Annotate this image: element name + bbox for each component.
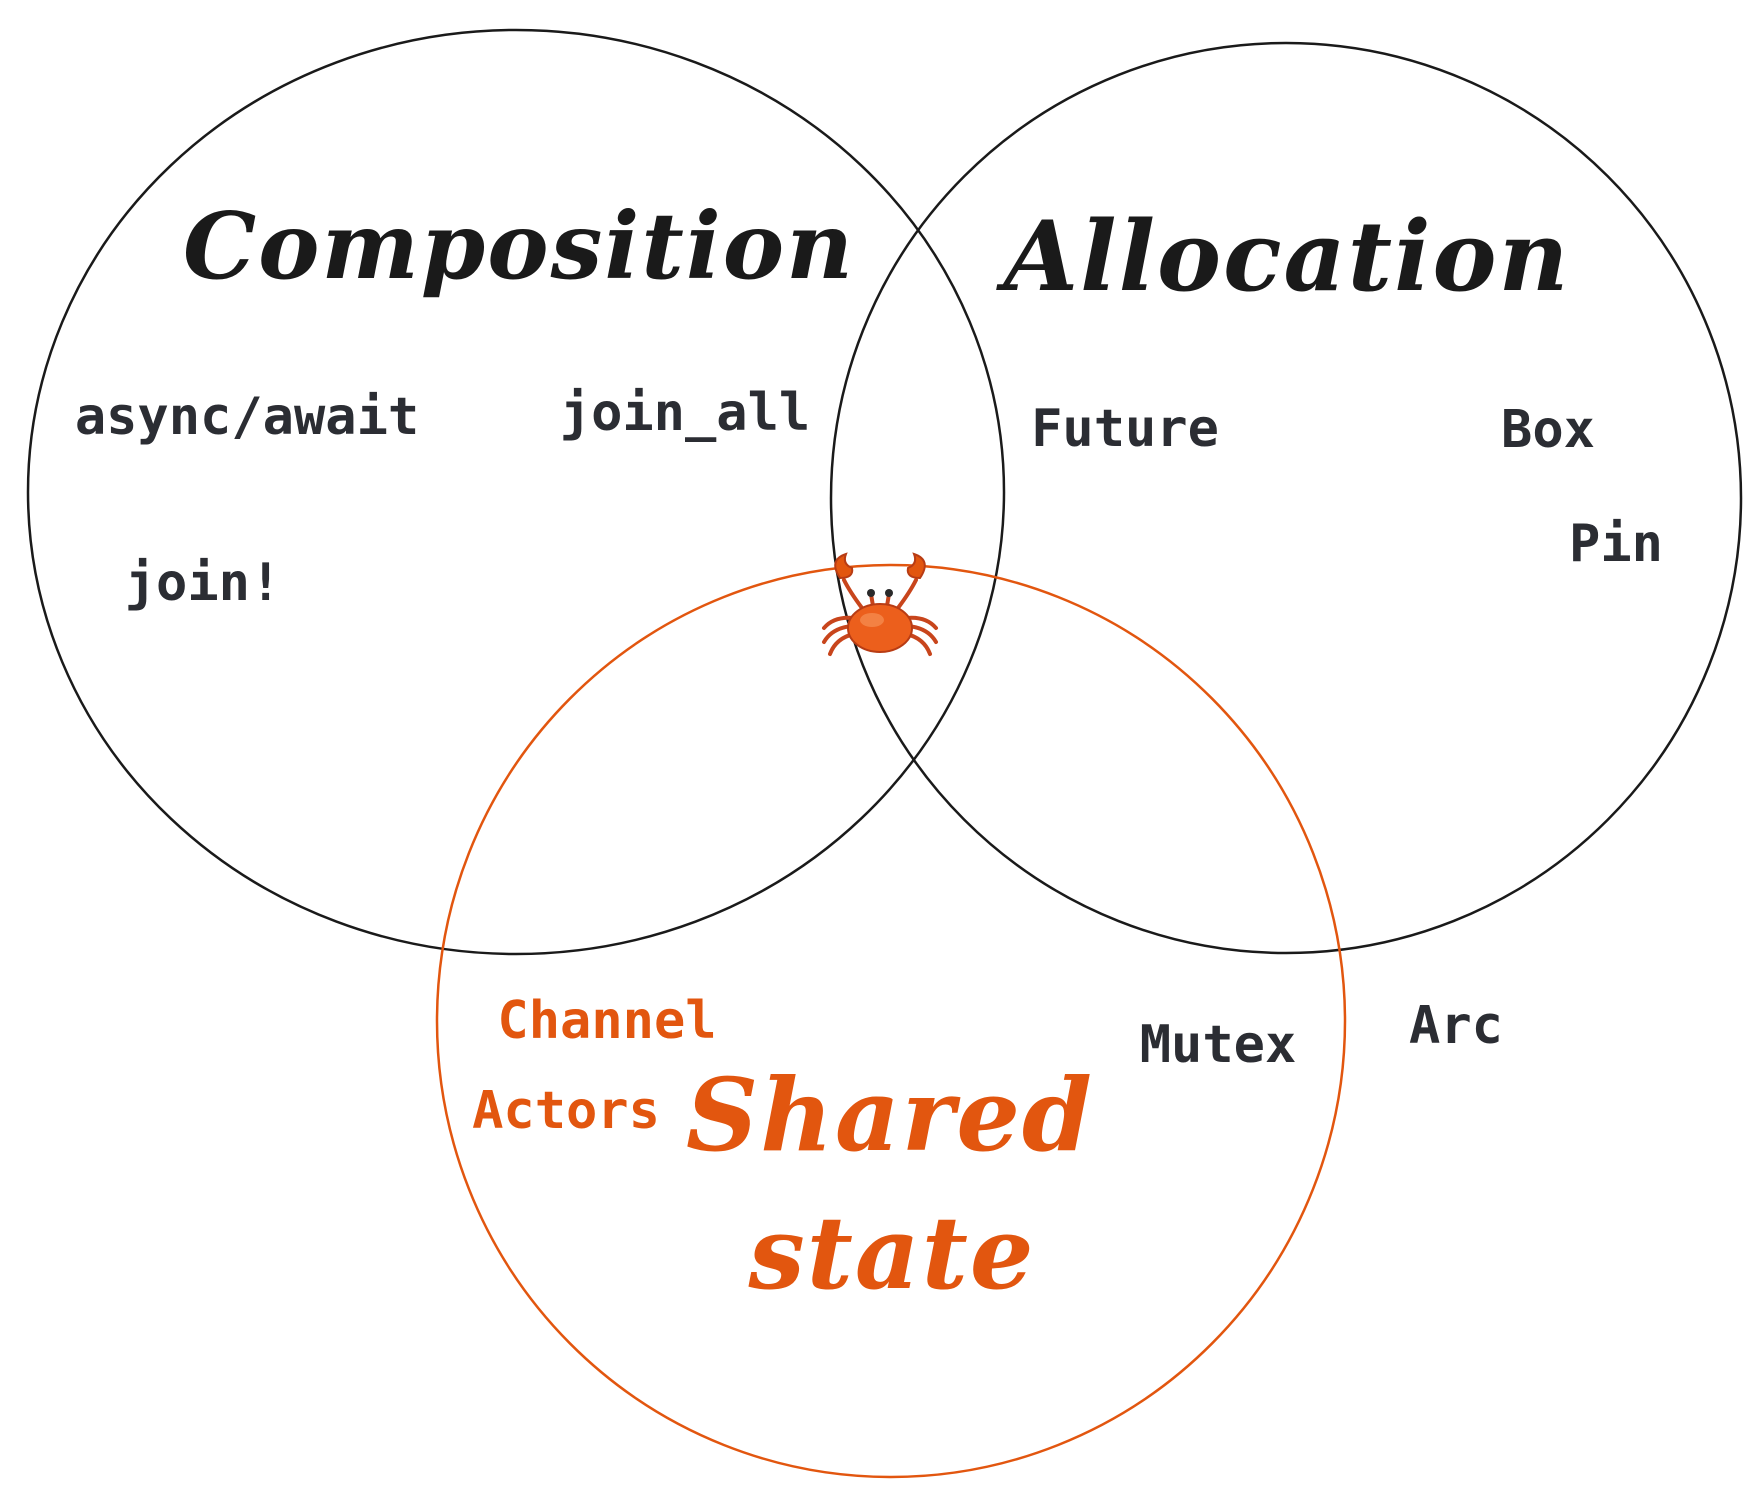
shared-state-circle bbox=[435, 563, 1347, 1479]
composition-circle bbox=[26, 28, 1006, 956]
allocation-heading: Allocation bbox=[996, 200, 1571, 313]
term-future: Future bbox=[1031, 399, 1219, 459]
term-actors: Actors bbox=[472, 1081, 660, 1141]
term-mutex: Mutex bbox=[1140, 1015, 1297, 1075]
term-box: Box bbox=[1501, 400, 1595, 460]
term-join-macro: join! bbox=[125, 553, 282, 613]
term-join-all: join_all bbox=[560, 383, 810, 443]
shared-state-heading-line2: state bbox=[747, 1194, 1035, 1312]
term-async-await: async/await bbox=[75, 387, 419, 447]
term-pin: Pin bbox=[1569, 514, 1663, 574]
crab-icon bbox=[822, 552, 938, 656]
term-channel: Channel bbox=[497, 991, 716, 1051]
term-arc: Arc bbox=[1409, 996, 1503, 1056]
shared-state-heading-line1: Shared bbox=[686, 1056, 1094, 1174]
composition-heading: Composition bbox=[183, 192, 855, 300]
allocation-circle bbox=[829, 41, 1743, 955]
